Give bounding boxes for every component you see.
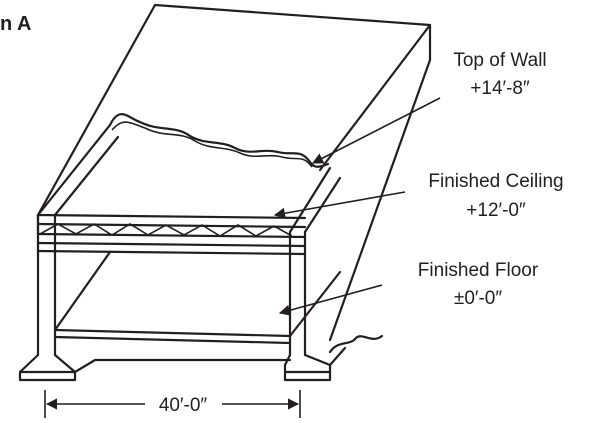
floor-slab: [53, 250, 342, 345]
finished-ceiling-label: Finished Ceiling: [428, 171, 563, 192]
ground-break-line: [328, 334, 384, 354]
finished-ceiling-leader: [273, 191, 406, 219]
roof-break-line-inner: [111, 121, 313, 168]
top-of-wall-leader: [312, 97, 441, 164]
finished-floor-label: Finished Floor: [418, 260, 539, 281]
ceiling-truss: [36, 213, 307, 256]
width-dimension: 40′-0″: [44, 390, 301, 418]
right-wall: [288, 58, 432, 357]
left-wall: [36, 123, 120, 357]
finished-floor-elevation: ±0′-0″: [454, 288, 502, 309]
roof-break-line: [108, 113, 330, 168]
header-title: n A: [0, 13, 31, 35]
finished-floor-leader: [278, 284, 383, 316]
right-footing: [283, 346, 347, 382]
width-dimension-label: 40′-0″: [159, 395, 208, 416]
top-of-wall-elevation: +14′-8″: [470, 78, 530, 99]
finished-ceiling-elevation: +12′-0″: [466, 200, 526, 221]
top-of-wall-label: Top of Wall: [453, 50, 546, 71]
left-footing: [18, 353, 292, 382]
